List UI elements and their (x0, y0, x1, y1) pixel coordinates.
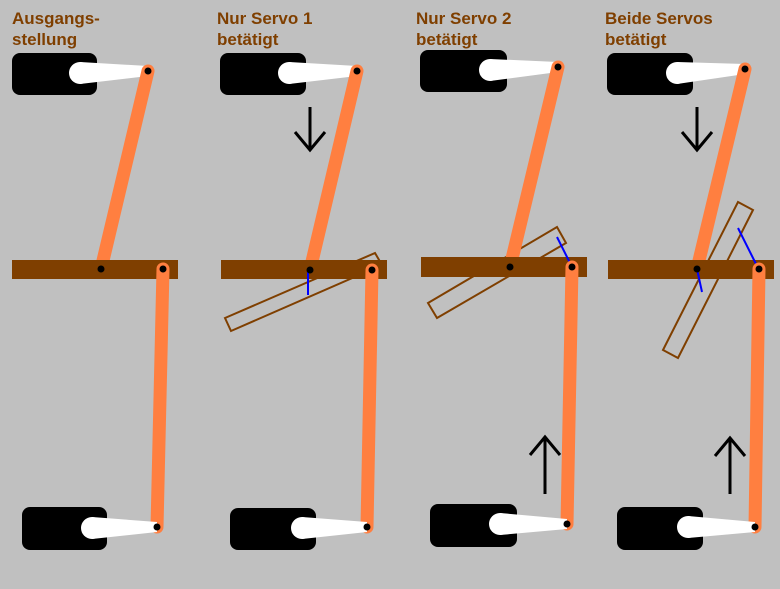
bottom-servo (617, 507, 703, 550)
lever-bar (12, 260, 178, 279)
arrow-up-icon (528, 434, 562, 494)
bottom-servo (230, 508, 316, 550)
ghost-lever-outline (661, 200, 755, 360)
upper-link (690, 62, 752, 276)
pivot-points (97, 67, 167, 531)
lower-link (360, 263, 379, 534)
pivot-points (306, 67, 376, 531)
rotation-axis-line (696, 268, 703, 293)
lower-link (560, 260, 579, 531)
upper-link (303, 64, 364, 277)
arrow-down-icon (293, 107, 327, 153)
pivot-points (693, 65, 763, 531)
panel-initial-position: Ausgangs-stellung (12, 9, 178, 550)
pivot-points (506, 63, 576, 528)
arrow-up-icon (713, 435, 747, 494)
lower-link (150, 262, 170, 534)
rotation-axis-line (737, 227, 759, 269)
upper-link (94, 64, 155, 276)
bottom-servo-horn (677, 516, 755, 538)
bottom-servo-horn (489, 513, 567, 535)
top-servo-horn (666, 62, 745, 84)
bottom-servo-horn (81, 517, 157, 539)
top-servo-horn (479, 59, 558, 81)
lever-bar (608, 260, 774, 279)
bottom-servo-horn (291, 517, 367, 539)
top-servo-horn (278, 62, 357, 84)
top-servo-horn (69, 62, 148, 84)
arrow-down-icon (680, 107, 714, 153)
lever-bar (421, 257, 587, 277)
panel-title: Ausgangs-stellung (12, 9, 100, 49)
lever-bar (221, 260, 387, 279)
bottom-servo (22, 507, 107, 550)
upper-link (503, 60, 565, 274)
lower-link (748, 262, 766, 534)
